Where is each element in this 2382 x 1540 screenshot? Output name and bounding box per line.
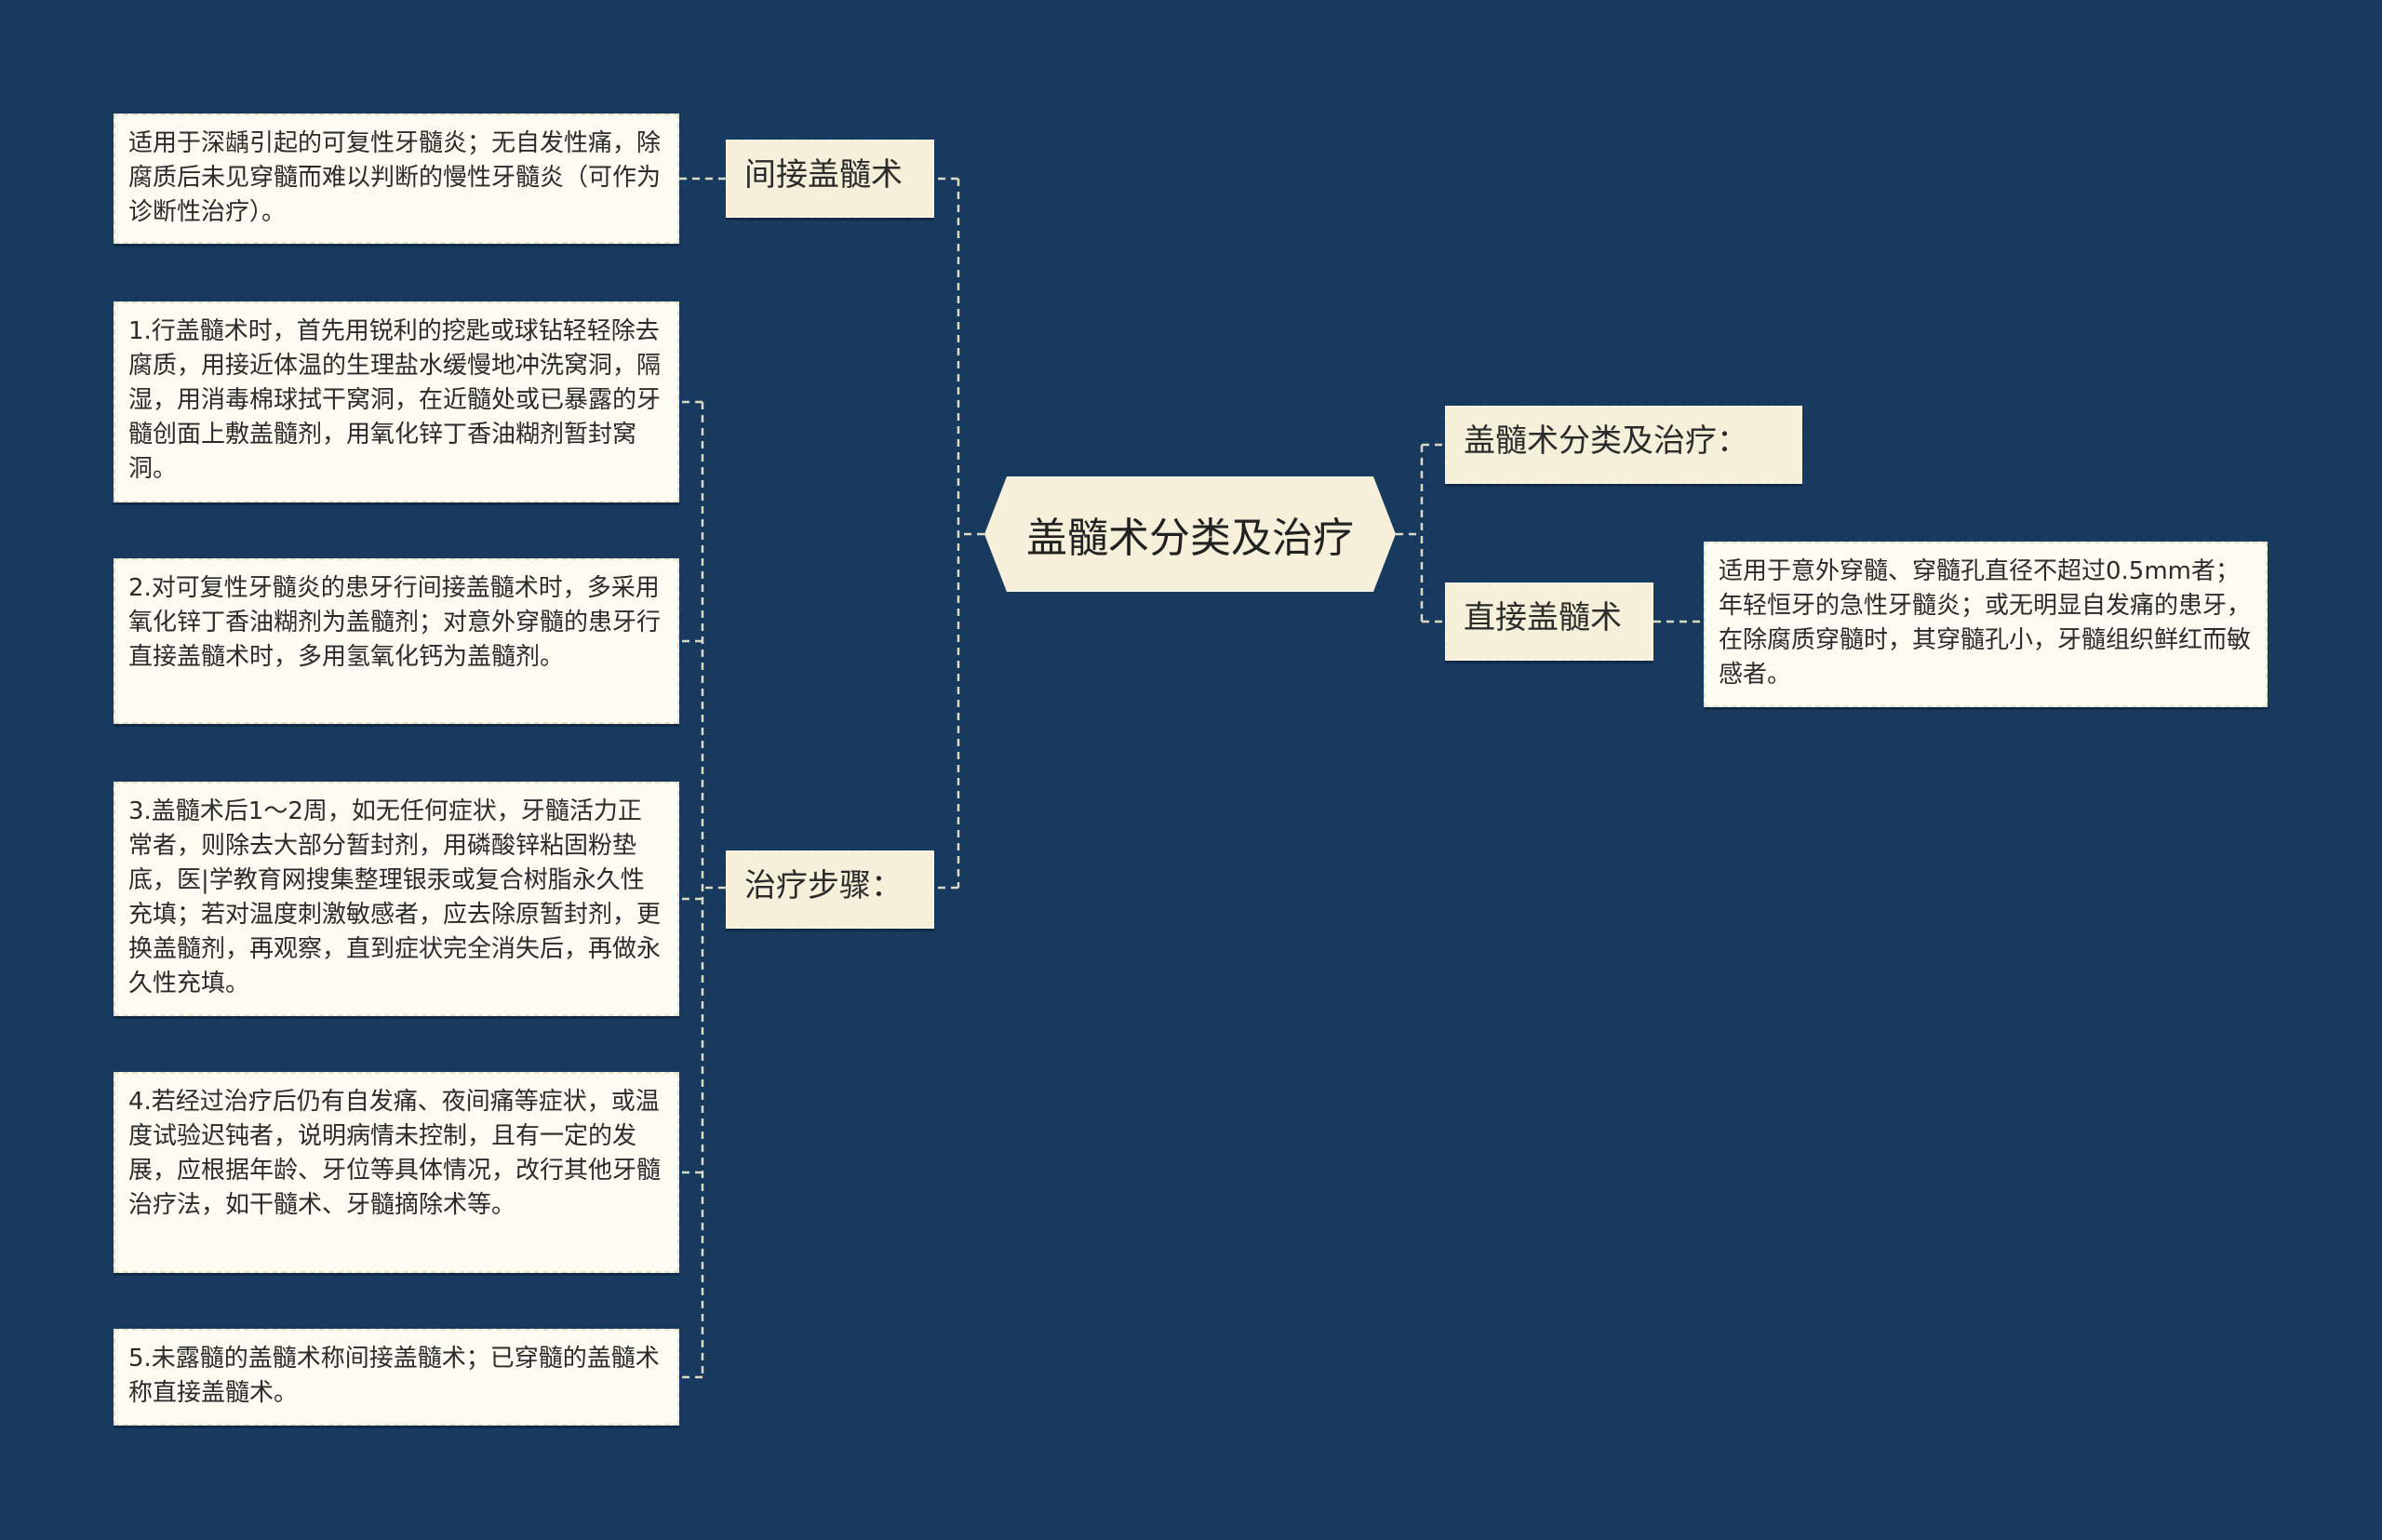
leaf-step-2[interactable]: 2.对可复性牙髓炎的患牙行间接盖髓术时，多采用氧化锌丁香油糊剂为盖髓剂；对意外穿… [114, 558, 679, 724]
branch-direct-label: 直接盖髓术 [1464, 599, 1622, 636]
root-node[interactable]: 盖髓术分类及治疗 [984, 476, 1396, 592]
leaf-step-1[interactable]: 1.行盖髓术时，首先用锐利的挖匙或球钻轻轻除去腐质，用接近体温的生理盐水缓慢地冲… [114, 301, 679, 502]
leaf-step-4[interactable]: 4.若经过治疗后仍有自发痛、夜间痛等症状，或温度试验迟钝者，说明病情未控制，且有… [114, 1072, 679, 1273]
branch-steps-label: 治疗步骤： [744, 867, 903, 904]
leaf-step-5[interactable]: 5.未露髓的盖髓术称间接盖髓术；已穿髓的盖髓术称直接盖髓术。 [114, 1329, 679, 1426]
branch-indirect-pulp-capping[interactable]: 间接盖髓术 [726, 140, 934, 218]
branch-classification[interactable]: 盖髓术分类及治疗： [1445, 406, 1802, 484]
leaf-direct-indication[interactable]: 适用于意外穿髓、穿髓孔直径不超过0.5mm者；年轻恒牙的急性牙髓炎；或无明显自发… [1704, 542, 2268, 707]
leaf-indirect-indication[interactable]: 适用于深龋引起的可复性牙髓炎；无自发性痛，除腐质后未见穿髓而难以判断的慢性牙髓炎… [114, 114, 679, 244]
branch-direct-pulp-capping[interactable]: 直接盖髓术 [1445, 583, 1653, 661]
branch-classification-label: 盖髓术分类及治疗： [1464, 422, 1748, 460]
branch-treatment-steps[interactable]: 治疗步骤： [726, 850, 934, 929]
leaf-step-3[interactable]: 3.盖髓术后1～2周，如无任何症状，牙髓活力正常者，则除去大部分暂封剂，用磷酸锌… [114, 782, 679, 1016]
branch-indirect-label: 间接盖髓术 [744, 156, 903, 194]
root-label: 盖髓术分类及治疗 [1026, 515, 1354, 562]
